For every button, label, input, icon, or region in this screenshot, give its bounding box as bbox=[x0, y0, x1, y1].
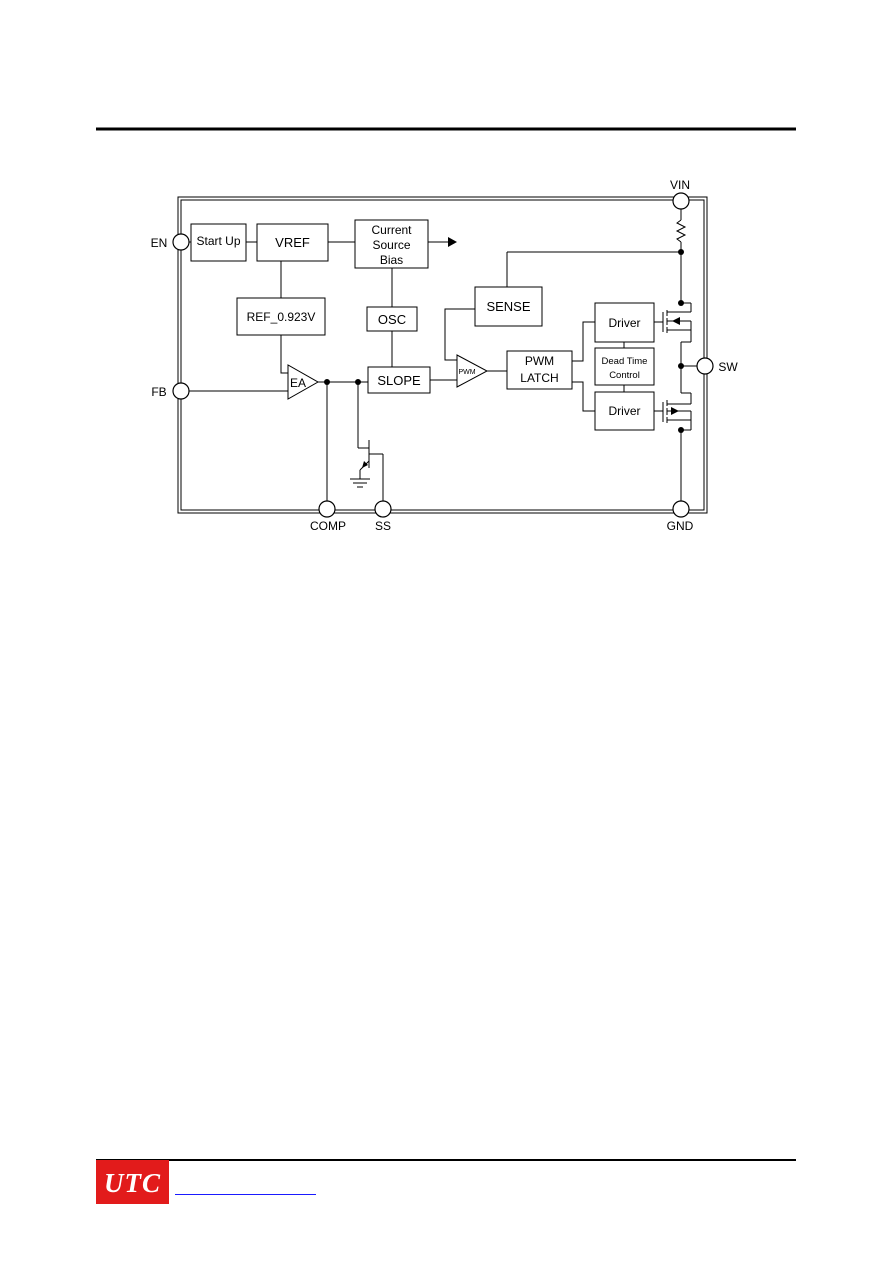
pwm-latch-label-2: LATCH bbox=[520, 371, 558, 385]
current-source-bias-block: Current Source Bias bbox=[354, 219, 429, 269]
pin-ss-label: SS bbox=[375, 519, 391, 533]
current-source-bias-label-1: Current bbox=[371, 223, 412, 237]
pwm-latch-block: PWM LATCH bbox=[506, 350, 573, 390]
osc-block: OSC bbox=[366, 306, 418, 332]
bjt-emitter-arrow-icon bbox=[362, 461, 368, 468]
pin-vin-label: VIN bbox=[670, 178, 690, 192]
pwm-latch-label-1: PWM bbox=[525, 354, 554, 368]
chip-outline-inner bbox=[180, 199, 705, 511]
vref-block: VREF bbox=[256, 223, 329, 262]
start-up-label: Start Up bbox=[196, 234, 240, 248]
pin-gnd-label: GND bbox=[667, 519, 694, 533]
low-side-mosfet-icon bbox=[662, 400, 692, 423]
pwm-comparator: PWM bbox=[456, 354, 489, 388]
footer-website-link[interactable] bbox=[175, 1180, 316, 1195]
start-up-block: Start Up bbox=[190, 223, 247, 262]
vref-label: VREF bbox=[275, 235, 310, 250]
sense-label: SENSE bbox=[486, 299, 530, 314]
pin-en: EN bbox=[151, 233, 190, 251]
high-side-mosfet-icon bbox=[662, 310, 692, 333]
dead-time-control-block: Dead Time Control bbox=[594, 347, 655, 386]
ea-label: EA bbox=[290, 376, 306, 390]
driver-top-label: Driver bbox=[609, 316, 641, 330]
pin-ss: SS bbox=[374, 500, 392, 533]
wires bbox=[189, 209, 698, 502]
pin-sw: SW bbox=[696, 357, 738, 375]
driver-top-block: Driver bbox=[594, 302, 655, 343]
ref-block: REF_0.923V bbox=[236, 297, 326, 336]
pin-sw-label: SW bbox=[718, 360, 738, 374]
pin-fb-label: FB bbox=[151, 385, 166, 399]
slope-block: SLOPE bbox=[367, 366, 431, 394]
error-amplifier: EA bbox=[287, 364, 320, 400]
dead-time-label-1: Dead Time bbox=[602, 356, 648, 367]
chip-outline-outer bbox=[177, 196, 708, 514]
slope-label: SLOPE bbox=[377, 373, 421, 388]
utc-logo: UTC bbox=[96, 1160, 169, 1204]
driver-bottom-label: Driver bbox=[609, 404, 641, 418]
osc-label: OSC bbox=[378, 312, 406, 327]
ref-label: REF_0.923V bbox=[247, 310, 316, 324]
dead-time-label-2: Control bbox=[609, 370, 640, 381]
current-source-bias-label-3: Bias bbox=[380, 253, 403, 267]
pin-gnd: GND bbox=[667, 500, 694, 533]
driver-bottom-block: Driver bbox=[594, 391, 655, 431]
utc-logo-text: UTC bbox=[104, 1168, 161, 1198]
pin-comp-label: COMP bbox=[310, 519, 346, 533]
sense-block: SENSE bbox=[474, 286, 543, 327]
pin-en-label: EN bbox=[151, 236, 168, 250]
current-source-bias-label-2: Source bbox=[372, 238, 410, 252]
pin-comp: COMP bbox=[310, 500, 346, 533]
pwm-comparator-label: PWM bbox=[458, 369, 475, 376]
junction-dots bbox=[324, 249, 684, 433]
pin-fb: FB bbox=[151, 382, 190, 400]
pin-vin: VIN bbox=[670, 178, 690, 210]
